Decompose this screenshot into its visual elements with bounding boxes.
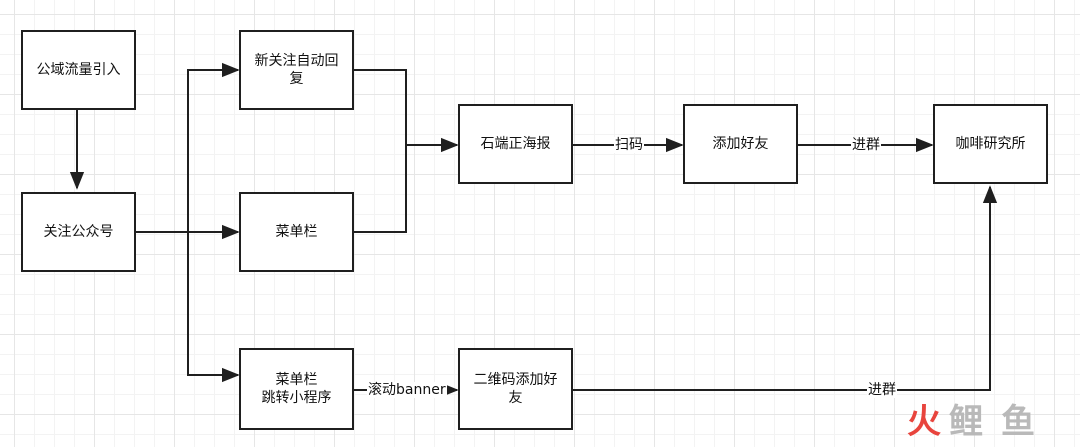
svg-text:鲤: 鲤 [949,402,983,440]
edge-label-join-group-1: 进群 [851,137,881,153]
edge-label-join-group-2: 进群 [867,382,897,398]
edge-label-scroll-banner: 滚动banner [367,382,447,398]
edge-qr-to-cafe [573,185,998,391]
node-qr-add[interactable]: 二维码添加好 友 [458,348,573,430]
edge-menu-to-merge [354,145,407,233]
svg-text:火: 火 [907,402,941,440]
node-follow[interactable]: 关注公众号 [21,192,136,272]
node-menu-mini[interactable]: 菜单栏 跳转小程序 [239,348,354,430]
node-menu[interactable]: 菜单栏 [239,192,354,272]
edge-follow-to-menu-mini [187,232,240,383]
node-poster[interactable]: 石端正海报 [458,104,573,184]
node-auto-reply[interactable]: 新关注自动回 复 [239,30,354,110]
node-add-friend[interactable]: 添加好友 [683,104,798,184]
edge-auto-reply-to-merge [354,69,407,145]
watermark-logo: 火 鲤 鱼 [905,402,1065,440]
node-cafe[interactable]: 咖啡研究所 [933,104,1048,184]
watermark-logo-art: 火 鲤 鱼 [907,402,1035,440]
edge-follow-to-auto-reply [136,62,240,233]
svg-text:鱼: 鱼 [1001,402,1035,440]
node-traffic[interactable]: 公域流量引入 [21,30,136,110]
edge-label-scan: 扫码 [614,137,644,153]
